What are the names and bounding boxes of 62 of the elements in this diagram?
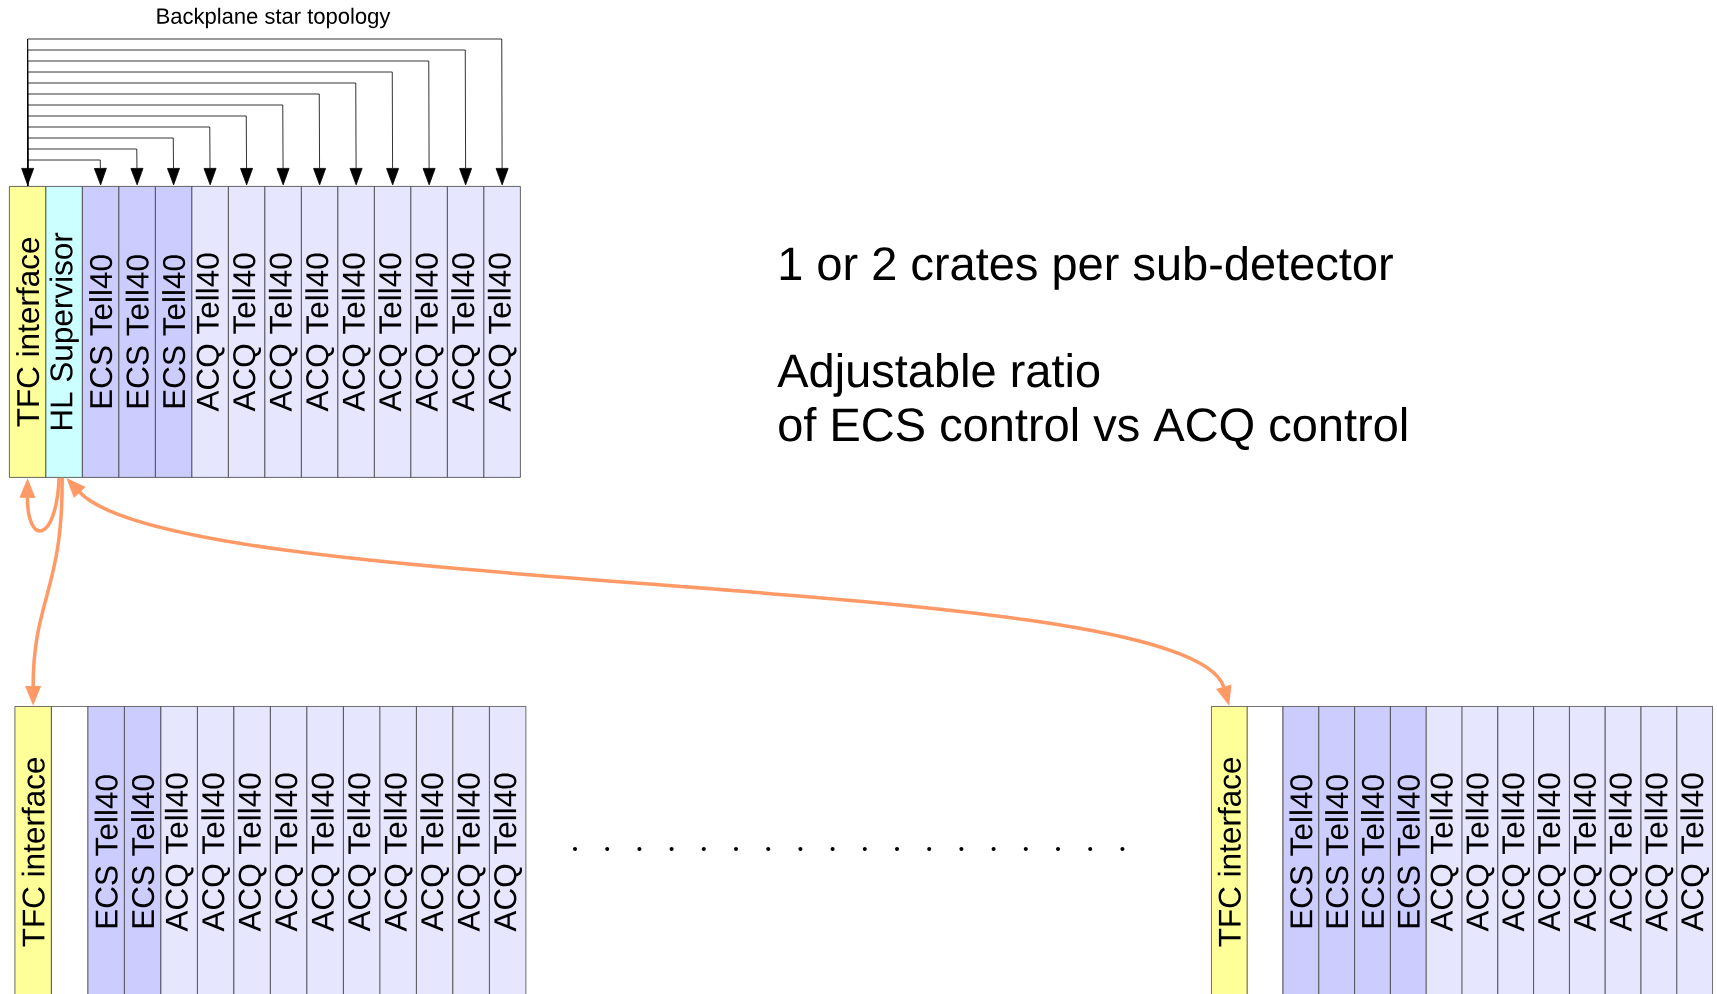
board-slot: ACQ Tell40 [1497,706,1534,994]
arrow [27,137,180,187]
board-slot: ACQ Tell40 [1640,706,1678,994]
board-slot: ACQ Tell40 [1461,706,1499,994]
arrow [27,104,290,187]
arrow [27,82,363,187]
board-slot: ACQ Tell40 [483,186,521,478]
board-slot: ACQ Tell40 [160,706,198,994]
board-slot: ACQ Tell40 [416,706,454,994]
board-slot: ACQ Tell40 [191,186,229,478]
board-slot: ACQ Tell40 [270,706,308,994]
board-slot: ACQ Tell40 [374,186,412,478]
board-slot: ECS Tell40 [82,186,120,478]
node-label: ACQ Tell40 [274,773,304,932]
text-label: Adjustable ratio of ECS control vs ACQ control [777,352,1407,450]
board-slot: ACQ Tell40 [228,186,266,478]
board-slot: ACQ Tell40 [1425,706,1463,994]
arrow [27,71,400,187]
arrow [27,126,217,187]
board-slot: TFC interface [14,706,52,994]
text-label: 1 or 2 crates per sub-detector [780,245,1393,290]
board-slot: ACQ Tell40 [379,706,417,994]
arrow [27,159,107,187]
board-slot: ECS Tell40 [155,186,193,478]
board-slot: ACQ Tell40 [343,706,381,994]
board-slot: ACQ Tell40 [410,186,448,478]
board-slot: ACQ Tell40 [452,706,490,994]
board-slot: HL Supervisor [45,186,83,478]
board-slot: ACQ Tell40 [264,186,302,478]
board-slot: ACQ Tell40 [489,706,527,994]
board-slot: TFC interface [1211,706,1248,994]
node-label: ACQ Tell40 [347,773,377,932]
node-label: ACQ Tell40 [1501,773,1531,932]
arrow [27,115,253,187]
board-slot: ECS Tell40 [1282,706,1320,994]
board-slot: ACQ Tell40 [447,186,485,478]
board-slot: ECS Tell40 [87,706,125,994]
empty-slot [51,706,89,994]
board-slot: ECS Tell40 [1390,706,1427,994]
board-slot: ACQ Tell40 [197,706,235,994]
board-slot: ECS Tell40 [1318,706,1355,994]
board-slot: ACQ Tell40 [306,706,344,994]
board-slot: ACQ Tell40 [233,706,271,994]
arrow [27,93,326,187]
board-slot: ACQ Tell40 [337,186,375,478]
board-slot: ACQ Tell40 [1569,706,1606,994]
arrow [27,60,436,187]
board-slot: ECS Tell40 [118,186,156,478]
arrow [21,168,35,186]
board-slot: ACQ Tell40 [301,186,339,478]
node-label: ECS Tell40 [1289,775,1313,928]
board-slot: ACQ Tell40 [1676,706,1713,994]
empty-slot [1246,706,1284,994]
arrow [19,477,61,533]
board-slot: ACQ Tell40 [1604,706,1642,994]
arrow [27,148,144,187]
node-label: ACQ Tell40 [493,773,523,932]
board-slot: ACQ Tell40 [1533,706,1570,994]
text-label: Backplane star topology [157,7,391,29]
board-slot: ECS Tell40 [1354,706,1391,994]
board-slot: TFC interface [9,186,47,478]
board-slot: ECS Tell40 [124,706,162,994]
